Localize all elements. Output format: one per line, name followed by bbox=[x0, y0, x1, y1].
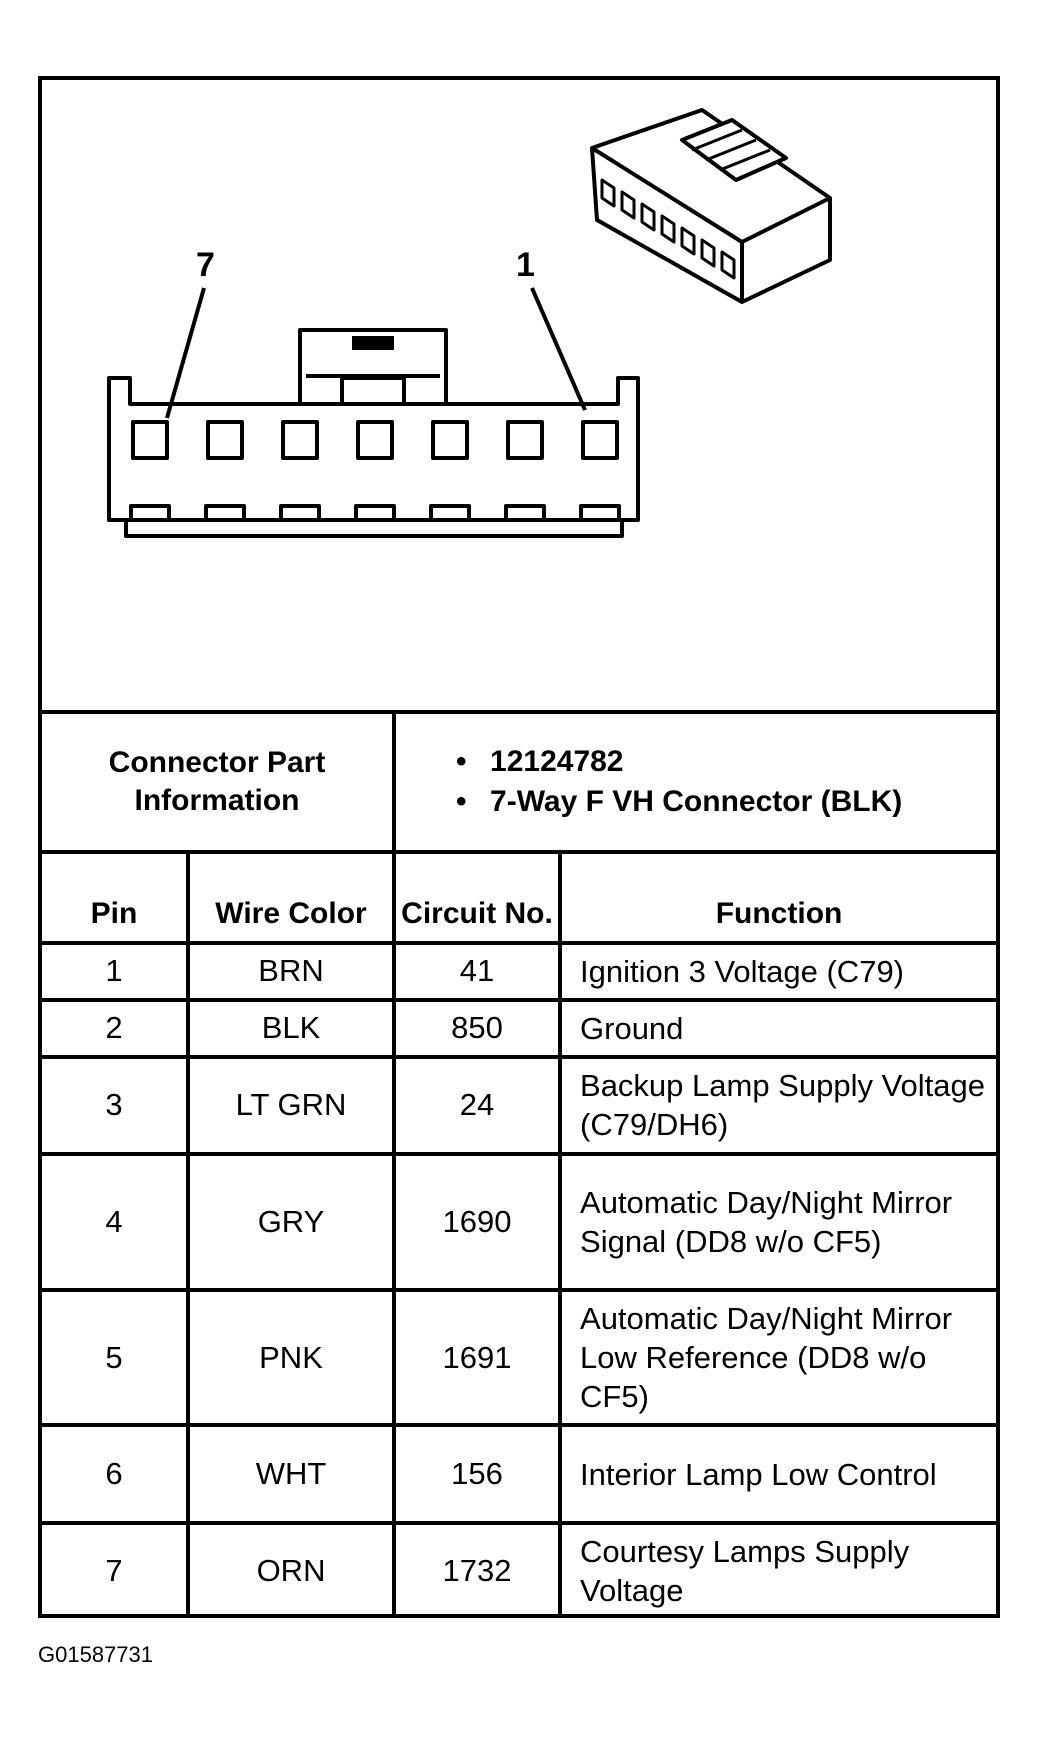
table-row: 5 PNK 1691 Automatic Day/Night Mirror Lo… bbox=[42, 1287, 997, 1428]
circuit-number: 850 bbox=[392, 997, 563, 1059]
part-number: 12124782 bbox=[456, 742, 996, 782]
pin-function: Automatic Day/Night Mirror Low Reference… bbox=[558, 1287, 997, 1428]
table-row: 3 LT GRN 24 Backup Lamp Supply Voltage (… bbox=[42, 1054, 997, 1156]
wire-color: BLK bbox=[185, 997, 397, 1059]
pin-7-label: 7 bbox=[196, 246, 215, 284]
wire-color: PNK bbox=[185, 1287, 397, 1428]
pin-number: 6 bbox=[42, 1423, 190, 1525]
connector-info-details: 12124782 7-Way F VH Connector (BLK) bbox=[392, 710, 997, 854]
wire-color: BRN bbox=[185, 941, 397, 1002]
table-row: 1 BRN 41 Ignition 3 Voltage (C79) bbox=[42, 941, 997, 1002]
key-bump bbox=[204, 504, 246, 520]
header-circuit-no: Circuit No. bbox=[392, 849, 563, 946]
column-header-row: Pin Wire Color Circuit No. Function bbox=[42, 849, 997, 946]
pin-number: 3 bbox=[42, 1054, 190, 1156]
connector-illustration: 7 1 bbox=[107, 108, 832, 538]
key-bump bbox=[504, 504, 546, 520]
pin-cavity bbox=[281, 420, 319, 460]
pin-function: Automatic Day/Night Mirror Signal (DD8 w… bbox=[558, 1151, 997, 1292]
pin-cavity bbox=[581, 420, 619, 460]
pin-cavity bbox=[431, 420, 469, 460]
wire-color: LT GRN bbox=[185, 1054, 397, 1156]
connector-isometric-icon bbox=[590, 108, 832, 304]
pin-number: 5 bbox=[42, 1287, 190, 1428]
circuit-number: 156 bbox=[392, 1423, 563, 1525]
figure-id: G01587731 bbox=[38, 1642, 153, 1667]
key-bump bbox=[279, 504, 321, 520]
connector-face-drawing bbox=[107, 287, 640, 538]
header-wire-color: Wire Color bbox=[185, 849, 397, 946]
pin-number: 4 bbox=[42, 1151, 190, 1292]
connector-figure-frame: 7 1 Connecto bbox=[38, 76, 1000, 1618]
connector-info-row: Connector Part Information 12124782 7-Wa… bbox=[42, 710, 997, 854]
pin-number: 2 bbox=[42, 997, 190, 1059]
circuit-number: 1691 bbox=[392, 1287, 563, 1428]
pin-function: Backup Lamp Supply Voltage (C79/DH6) bbox=[558, 1054, 997, 1156]
circuit-number: 1732 bbox=[392, 1520, 563, 1618]
key-bump bbox=[429, 504, 471, 520]
key-bump bbox=[579, 504, 621, 520]
pin-1-label: 1 bbox=[516, 246, 535, 284]
pin-cavity bbox=[131, 420, 169, 460]
pin-cavity bbox=[506, 420, 544, 460]
key-bump bbox=[354, 504, 396, 520]
connector-description: 7-Way F VH Connector (BLK) bbox=[456, 782, 996, 822]
wire-color: GRY bbox=[185, 1151, 397, 1292]
table-row: 7 ORN 1732 Courtesy Lamps Supply Voltage bbox=[42, 1520, 997, 1618]
pin-function: Interior Lamp Low Control bbox=[558, 1423, 997, 1525]
header-function: Function bbox=[558, 849, 997, 946]
key-bump bbox=[129, 504, 171, 520]
pin-cavity bbox=[206, 420, 244, 460]
pin-function: Ground bbox=[558, 997, 997, 1059]
pin-function: Courtesy Lamps Supply Voltage bbox=[558, 1520, 997, 1618]
pin-number: 1 bbox=[42, 941, 190, 1002]
circuit-number: 41 bbox=[392, 941, 563, 1002]
pin-function: Ignition 3 Voltage (C79) bbox=[558, 941, 997, 1002]
header-pin: Pin bbox=[42, 849, 190, 946]
table-row: 4 GRY 1690 Automatic Day/Night Mirror Si… bbox=[42, 1151, 997, 1292]
table-row: 6 WHT 156 Interior Lamp Low Control bbox=[42, 1423, 997, 1525]
circuit-number: 1690 bbox=[392, 1151, 563, 1292]
connector-pinout-table: Connector Part Information 12124782 7-Wa… bbox=[42, 710, 997, 1618]
pin-cavity bbox=[356, 420, 394, 460]
circuit-number: 24 bbox=[392, 1054, 563, 1156]
pin-number: 7 bbox=[42, 1520, 190, 1618]
connector-info-heading: Connector Part Information bbox=[42, 710, 397, 854]
wire-color: ORN bbox=[185, 1520, 397, 1618]
table-row: 2 BLK 850 Ground bbox=[42, 997, 997, 1059]
wire-color: WHT bbox=[185, 1423, 397, 1525]
